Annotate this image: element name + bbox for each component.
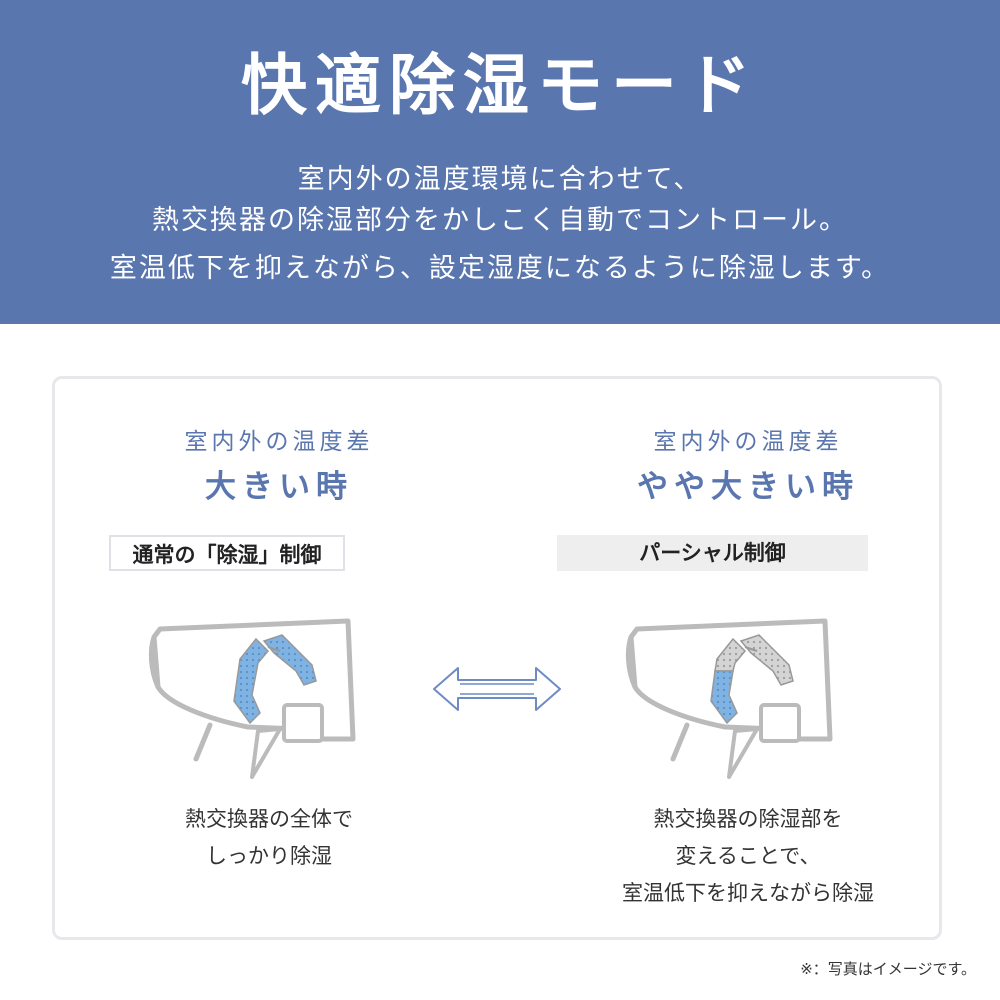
right-mode-label: パーシャル制御: [557, 535, 868, 571]
left-right-arrow-icon: [433, 667, 561, 711]
right-heading: やや大きい時: [637, 469, 859, 505]
air-conditioner-partial-illustration: [625, 618, 833, 779]
right-caption-line-3: 室温低下を抑えながら除湿: [622, 881, 874, 905]
left-caption-line-1: 熱交換器の全体で: [185, 807, 353, 831]
right-caption: 熱交換器の除湿部を 変えることで、 室温低下を抑えながら除湿: [503, 801, 993, 912]
left-heading: 大きい時: [205, 469, 353, 505]
comparison-panel: 室内外の温度差 大きい時 通常の「除湿」制御 熱交換器の全体で: [52, 376, 942, 940]
left-column: 室内外の温度差 大きい時 通常の「除湿」制御 熱交換器の全体で: [3, 379, 555, 937]
left-mode-label: 通常の「除湿」制御: [109, 535, 345, 571]
right-caption-line-2: 変えることで、: [675, 844, 821, 868]
description-line-1: 室内外の温度環境に合わせて、: [297, 164, 703, 195]
left-subheading: 室内外の温度差: [184, 429, 374, 455]
footnote: ※：写真はイメージです。: [800, 960, 976, 978]
description-line-3: 室温低下を抑えながら、設定湿度になるように除湿します。: [109, 253, 891, 284]
description-line-2: 熱交換器の除湿部分をかしこく自動でコントロール。: [152, 205, 848, 236]
right-subheading: 室内外の温度差: [653, 429, 843, 455]
header-banner: 快適除湿モード 室内外の温度環境に合わせて、 熱交換器の除湿部分をかしこく自動で…: [0, 0, 1000, 324]
air-conditioner-illustration: [148, 618, 356, 779]
left-caption: 熱交換器の全体で しっかり除湿: [0, 801, 545, 875]
right-column: 室内外の温度差 やや大きい時 パーシャル制御: [503, 379, 993, 937]
page-title: 快適除湿モード: [241, 47, 759, 124]
right-caption-line-1: 熱交換器の除湿部を: [653, 807, 843, 831]
left-caption-line-2: しっかり除湿: [206, 844, 332, 868]
